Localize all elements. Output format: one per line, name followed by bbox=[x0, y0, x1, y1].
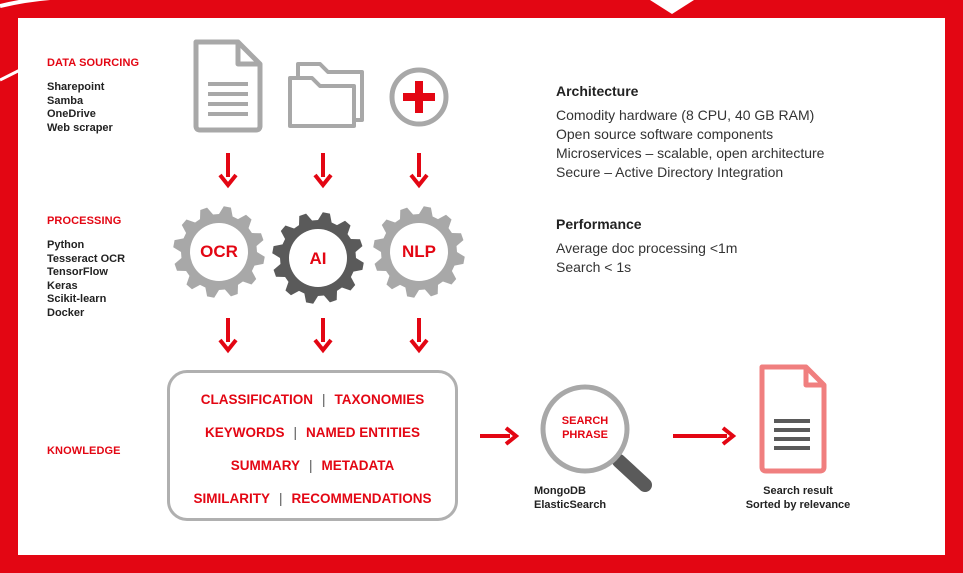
search-label-line: PHRASE bbox=[562, 429, 608, 441]
list-item: TensorFlow bbox=[47, 266, 108, 278]
knowledge-term: SIMILARITY bbox=[193, 491, 270, 506]
knowledge-box: CLASSIFICATION | TAXONOMIES KEYWORDS | NAMED… bbox=[167, 370, 458, 521]
ocr-gear-label: OCR bbox=[200, 242, 238, 261]
list-item: Average doc processing <1m bbox=[556, 240, 738, 256]
architecture-list: Comodity hardware (8 CPU, 40 GB RAM) Ope… bbox=[556, 106, 824, 182]
list-item: Keras bbox=[47, 279, 78, 292]
right-arrow-icon bbox=[673, 426, 737, 446]
knowledge-title: KNOWLEDGE bbox=[47, 445, 121, 457]
search-phrase-label: SEARCH PHRASE bbox=[545, 414, 625, 442]
separator: | bbox=[293, 425, 297, 440]
result-caption-line: Search result bbox=[763, 485, 833, 497]
list-item: Web scraper bbox=[47, 121, 113, 134]
knowledge-row: SUMMARY | METADATA bbox=[170, 458, 455, 473]
magnifier-icon bbox=[540, 384, 652, 492]
knowledge-row: CLASSIFICATION | TAXONOMIES bbox=[170, 392, 455, 407]
plus-circle-icon bbox=[389, 67, 449, 127]
knowledge-term: SUMMARY bbox=[230, 458, 300, 473]
search-caption-line: MongoDB bbox=[534, 485, 586, 497]
down-arrow-icon bbox=[218, 153, 238, 189]
list-item: Search < 1s bbox=[556, 259, 632, 275]
performance-title: Performance bbox=[556, 216, 642, 232]
search-caption-line: ElasticSearch bbox=[534, 499, 607, 511]
result-caption-line: Sorted by relevance bbox=[745, 499, 851, 511]
down-arrow-icon bbox=[313, 153, 333, 189]
processing-list: Python Tesseract OCR TensorFlow Keras Sc… bbox=[47, 239, 125, 320]
list-item: Comodity hardware (8 CPU, 40 GB RAM) bbox=[556, 107, 815, 123]
knowledge-row: SIMILARITY | RECOMMENDATIONS bbox=[170, 491, 455, 506]
list-item: Python bbox=[47, 239, 85, 251]
list-item: Open source software components bbox=[556, 126, 774, 142]
result-caption: Search result Sorted by relevance bbox=[736, 484, 860, 512]
list-item: Scikit-learn bbox=[47, 293, 107, 305]
knowledge-term: METADATA bbox=[321, 458, 395, 473]
performance-list: Average doc processing <1m Search < 1s bbox=[556, 239, 737, 277]
knowledge-term: RECOMMENDATIONS bbox=[291, 491, 432, 506]
search-caption: MongoDB ElasticSearch bbox=[534, 484, 606, 512]
ocr-gear-icon bbox=[173, 206, 265, 298]
architecture-title: Architecture bbox=[556, 83, 639, 99]
nlp-gear-label: NLP bbox=[402, 242, 436, 261]
data-sourcing-title: DATA SOURCING bbox=[47, 57, 140, 69]
separator: | bbox=[321, 392, 326, 407]
knowledge-term: KEYWORDS bbox=[204, 425, 285, 440]
knowledge-term: CLASSIFICATION bbox=[200, 392, 313, 407]
down-arrow-icon bbox=[218, 318, 238, 354]
down-arrow-icon bbox=[313, 318, 333, 354]
nlp-gear-icon bbox=[373, 206, 465, 298]
search-label-line: SEARCH bbox=[561, 415, 609, 427]
separator: | bbox=[309, 458, 313, 473]
right-arrow-icon bbox=[480, 426, 520, 446]
list-item: Samba bbox=[47, 94, 84, 107]
list-item: Docker bbox=[47, 306, 85, 319]
diagram-card: DATA SOURCING Sharepoint Samba OneDrive … bbox=[18, 18, 945, 555]
knowledge-term: TAXONOMIES bbox=[334, 392, 425, 407]
list-item: Secure – Active Directory Integration bbox=[556, 164, 784, 180]
list-item: Tesseract OCR bbox=[47, 252, 126, 265]
down-arrow-icon bbox=[409, 318, 429, 354]
folder-icon bbox=[288, 62, 364, 128]
separator: | bbox=[278, 491, 283, 506]
list-item: Sharepoint bbox=[47, 81, 105, 93]
knowledge-row: KEYWORDS | NAMED ENTITIES bbox=[170, 425, 455, 440]
ai-gear-label: AI bbox=[309, 249, 327, 268]
list-item: OneDrive bbox=[47, 108, 96, 120]
list-item: Microservices – scalable, open architect… bbox=[556, 145, 825, 161]
search-result-document-icon bbox=[759, 364, 827, 474]
knowledge-term: NAMED ENTITIES bbox=[306, 425, 421, 440]
down-arrow-icon bbox=[409, 153, 429, 189]
data-sourcing-list: Sharepoint Samba OneDrive Web scraper bbox=[47, 81, 113, 135]
ai-gear-icon bbox=[272, 212, 364, 304]
document-icon bbox=[193, 39, 263, 133]
processing-title: PROCESSING bbox=[47, 215, 122, 227]
